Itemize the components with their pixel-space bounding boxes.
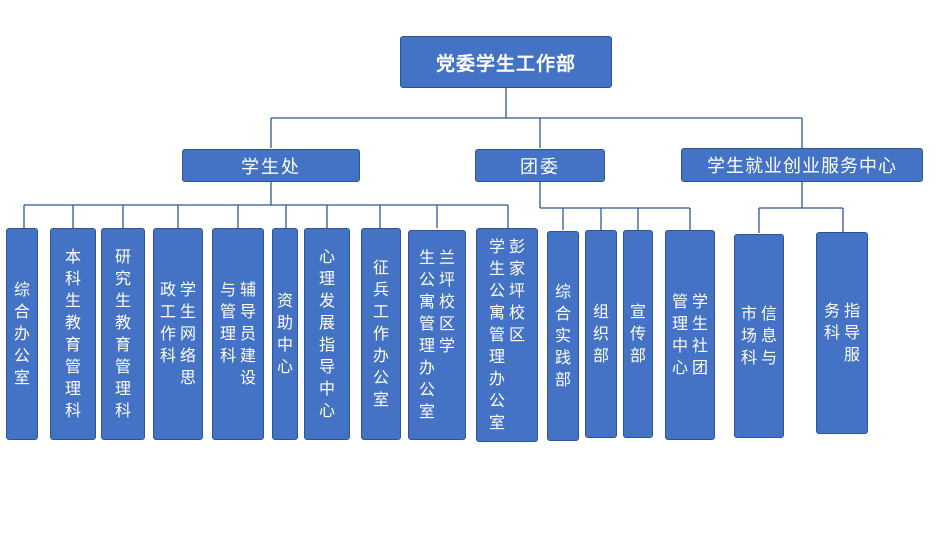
- node-students-office-label: 学生处: [241, 156, 301, 178]
- node-students-office: 学生处: [182, 149, 360, 182]
- node-youth-league: 团委: [475, 149, 605, 182]
- unit-label-column: 信 息 与: [760, 304, 777, 367]
- unit-label: 心 理 发 展 指 导 中 心: [317, 246, 337, 422]
- unit-box: 信 息 与市 场 科: [734, 234, 784, 438]
- node-career-center: 学生就业创业服务中心: [681, 148, 923, 182]
- unit-label-column: 综 合 办 公 室: [13, 280, 30, 387]
- unit-box: 辅 导 员 建 设与 管 理 科: [212, 228, 264, 440]
- unit-label: 兰 坪 校 区 学生 公 寓 管 理 办 公 室: [417, 247, 457, 423]
- unit-label-column: 务 科: [823, 301, 840, 342]
- unit-label: 研 究 生 教 育 管 理 科: [113, 246, 133, 422]
- unit-label-column: 管 理 中 心: [671, 292, 688, 377]
- unit-label-column: 学 生 社 团: [691, 292, 708, 377]
- unit-label: 宣 传 部: [628, 301, 648, 367]
- unit-label: 指 导 服务 科: [822, 300, 862, 366]
- unit-label-column: 本 科 生 教 育 管 理 科: [64, 247, 81, 420]
- unit-box: 兰 坪 校 区 学生 公 寓 管 理 办 公 室: [408, 230, 466, 440]
- unit-box: 征 兵 工 作 办 公 室: [361, 228, 401, 440]
- unit-box: 心 理 发 展 指 导 中 心: [304, 228, 350, 440]
- unit-box: 资 助 中 心: [272, 228, 298, 440]
- unit-label-column: 与 管 理 科: [219, 280, 236, 365]
- unit-label: 征 兵 工 作 办 公 室: [371, 257, 391, 411]
- unit-box: 研 究 生 教 育 管 理 科: [101, 228, 145, 440]
- unit-label: 资 助 中 心: [275, 290, 295, 378]
- unit-box: 综 合 办 公 室: [6, 228, 38, 440]
- unit-label-column: 研 究 生 教 育 管 理 科: [114, 247, 131, 420]
- unit-label-column: 市 场 科: [740, 304, 757, 367]
- unit-label: 综 合 办 公 室: [12, 279, 32, 389]
- unit-label: 组 织 部: [591, 301, 611, 367]
- unit-label-column: 学 生 公 寓 管 理 办 公 室: [488, 237, 505, 432]
- unit-label: 综 合 实 践 部: [553, 281, 573, 391]
- unit-label-column: 政 工 作 科: [159, 280, 176, 365]
- unit-label-column: 学 生 网 络 思: [179, 280, 196, 387]
- unit-box: 学 生 社 团管 理 中 心: [665, 230, 715, 440]
- root-node: 党委学生工作部: [400, 36, 612, 88]
- unit-box: 综 合 实 践 部: [547, 231, 579, 441]
- unit-box: 组 织 部: [585, 230, 617, 438]
- root-label: 党委学生工作部: [435, 52, 576, 75]
- unit-label: 学 生 网 络 思政 工 作 科: [158, 279, 198, 389]
- unit-label-column: 资 助 中 心: [276, 291, 293, 376]
- unit-label-column: 指 导 服: [843, 301, 860, 364]
- unit-label: 本 科 生 教 育 管 理 科: [63, 246, 83, 422]
- unit-label-column: 心 理 发 展 指 导 中 心: [318, 247, 335, 420]
- unit-label-column: 兰 坪 校 区 学: [438, 248, 455, 355]
- unit-label-column: 综 合 实 践 部: [554, 282, 571, 389]
- unit-box: 指 导 服务 科: [816, 232, 868, 434]
- unit-box: 宣 传 部: [623, 230, 653, 438]
- unit-label-column: 组 织 部: [592, 302, 609, 365]
- unit-box: 学 生 网 络 思政 工 作 科: [153, 228, 203, 440]
- unit-label-column: 征 兵 工 作 办 公 室: [372, 258, 389, 409]
- unit-label-column: 生 公 寓 管 理 办 公 室: [418, 248, 435, 421]
- unit-label-column: 辅 导 员 建 设: [239, 280, 256, 387]
- unit-label: 彭 家 坪 校 区学 生 公 寓 管 理 办 公 室: [487, 236, 527, 434]
- unit-box: 本 科 生 教 育 管 理 科: [50, 228, 96, 440]
- node-career-center-label: 学生就业创业服务中心: [707, 156, 897, 177]
- unit-box: 彭 家 坪 校 区学 生 公 寓 管 理 办 公 室: [476, 228, 538, 442]
- unit-label: 辅 导 员 建 设与 管 理 科: [218, 279, 258, 389]
- node-youth-league-label: 团委: [520, 156, 560, 178]
- unit-label-column: 宣 传 部: [629, 302, 646, 365]
- unit-label: 学 生 社 团管 理 中 心: [670, 291, 710, 379]
- unit-label: 信 息 与市 场 科: [739, 303, 779, 369]
- unit-label-column: 彭 家 坪 校 区: [508, 237, 525, 344]
